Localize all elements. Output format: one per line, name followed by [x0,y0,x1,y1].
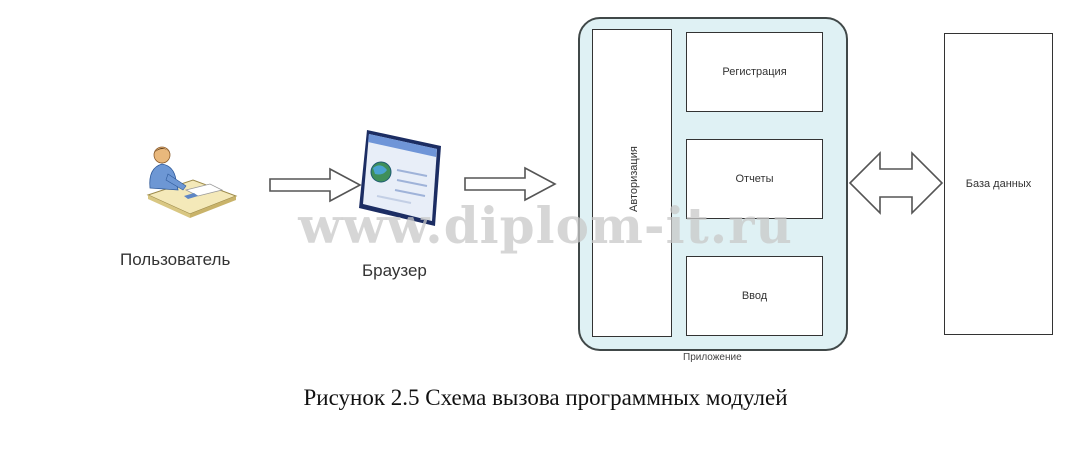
application-label: Приложение [683,352,742,363]
user-at-desk-icon [146,146,238,218]
figure-caption: Рисунок 2.5 Схема вызова программных мод… [303,385,788,410]
arrow-user-to-browser [269,167,362,203]
reports-label: Отчеты [735,173,774,185]
arrow-app-database-bidirectional [848,151,944,215]
reports-module: Отчеты [686,139,823,219]
authorization-label: Авторизация [628,146,640,212]
registration-label: Регистрация [722,66,787,78]
database-box: База данных [944,33,1053,335]
input-module: Ввод [686,256,823,336]
arrow-browser-to-app [464,166,557,202]
registration-module: Регистрация [686,32,823,112]
authorization-module [592,29,672,337]
browser-label: Браузер [362,261,427,280]
input-label: Ввод [741,290,768,302]
database-label: База данных [965,178,1032,190]
user-label: Пользователь [120,250,231,269]
browser-window-icon [359,130,441,226]
